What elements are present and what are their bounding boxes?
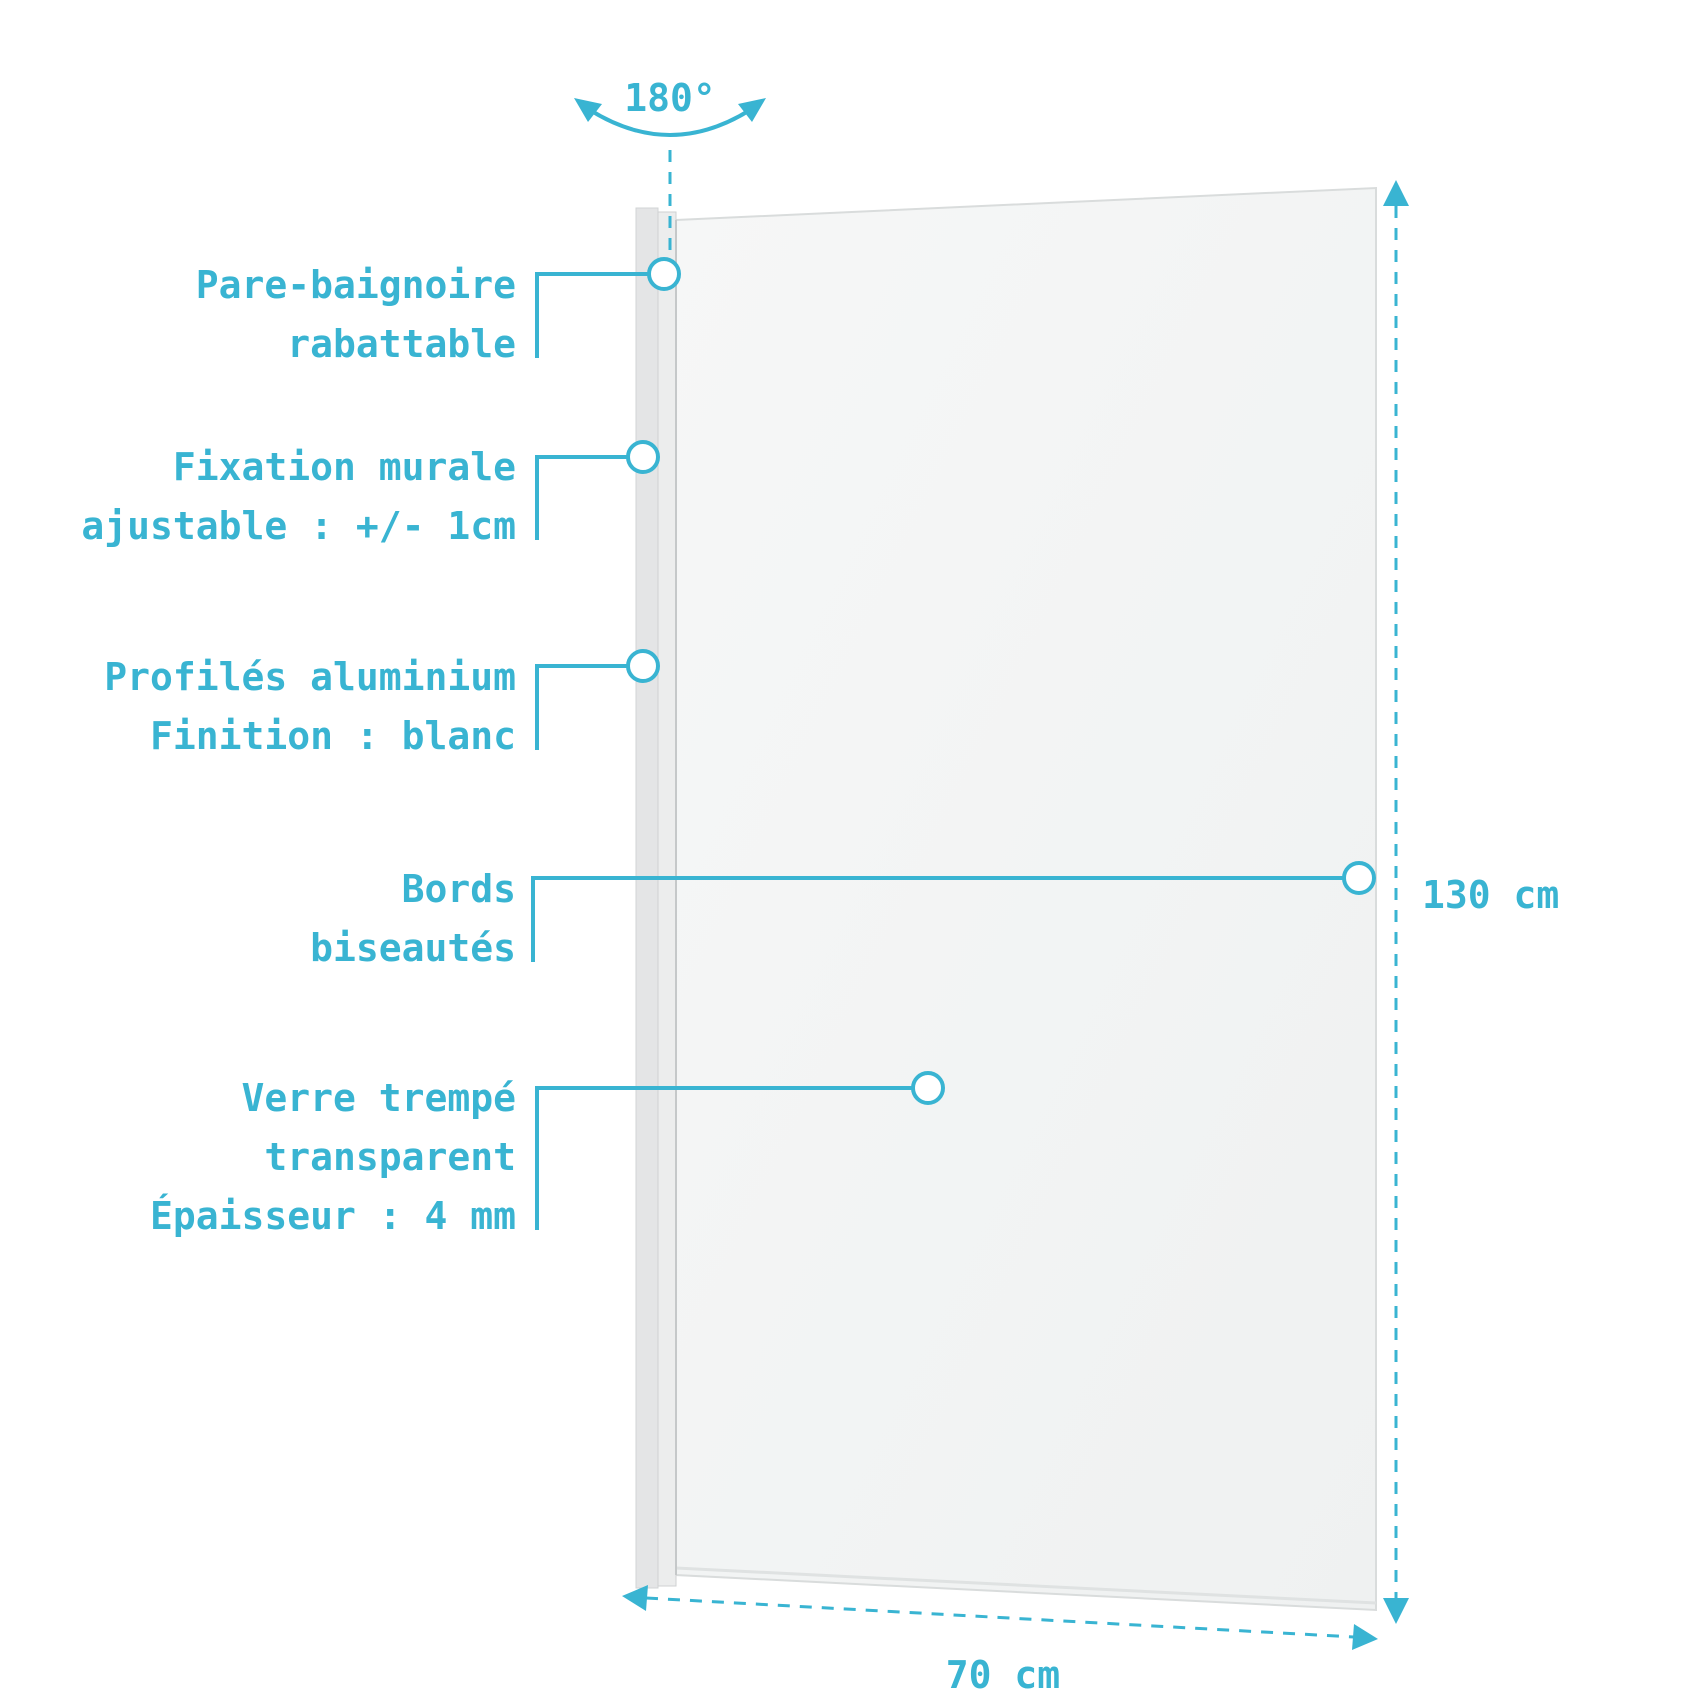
callout-glass-leader (535, 1086, 913, 1230)
callout-glass-line-3: Épaisseur : 4 mm (150, 1194, 516, 1238)
callout-edges-marker (1342, 861, 1376, 895)
width-dimension: 70 cm (622, 1585, 1378, 1697)
callout-edges: Bords biseautés (310, 861, 1376, 970)
rotation-indicator: 180° (574, 76, 766, 272)
callout-profiles-line-1: Profilés aluminium (104, 655, 516, 699)
callout-glass-marker (911, 1071, 945, 1105)
callout-glass: Verre trempé transparent Épaisseur : 4 m… (150, 1071, 945, 1238)
height-dimension-label: 130 cm (1422, 873, 1559, 917)
rotation-arc (588, 108, 752, 137)
callout-edges-line-2: biseautés (310, 926, 516, 970)
callout-wall-mount-line-1: Fixation murale (173, 445, 516, 489)
callout-wall-mount: Fixation murale ajustable : +/- 1cm (81, 440, 660, 548)
height-arrow-bottom-icon (1383, 1598, 1409, 1624)
callout-profiles: Profilés aluminium Finition : blanc (104, 649, 660, 758)
width-dimension-line (645, 1596, 1355, 1639)
height-arrow-top-icon (1383, 180, 1409, 206)
callout-hinge-line-2: rabattable (287, 322, 516, 366)
bath-screen-illustration (635, 186, 1377, 1612)
rotation-arrow-left-icon (574, 98, 602, 122)
callout-wall-mount-line-2: ajustable : +/- 1cm (81, 504, 516, 548)
height-dimension: 130 cm (1383, 180, 1559, 1624)
callout-wall-mount-marker (626, 440, 660, 474)
callout-hinge-marker (647, 257, 681, 291)
callout-profiles-marker (626, 649, 660, 683)
hinge-profile (657, 211, 677, 1587)
callout-hinge-line-1: Pare-baignoire (196, 263, 516, 307)
rotation-arrow-right-icon (738, 98, 766, 122)
width-arrow-right-icon (1352, 1624, 1378, 1650)
glass-panel (675, 186, 1377, 1612)
wall-profile (635, 207, 659, 1589)
callout-profiles-line-2: Finition : blanc (150, 714, 516, 758)
callout-glass-line-1: Verre trempé (241, 1076, 516, 1120)
callout-edges-line-1: Bords (402, 867, 516, 911)
callout-edges-leader (531, 876, 1344, 962)
width-dimension-label: 70 cm (946, 1653, 1060, 1697)
callout-hinge: Pare-baignoire rabattable (196, 257, 681, 366)
callout-wall-mount-leader (535, 455, 629, 540)
callout-glass-line-2: transparent (264, 1135, 516, 1179)
callout-hinge-leader (535, 272, 650, 358)
glass-bottom-edge (675, 1566, 1377, 1605)
rotation-label: 180° (624, 76, 716, 120)
callout-profiles-leader (535, 664, 629, 750)
width-arrow-left-icon (622, 1585, 648, 1611)
